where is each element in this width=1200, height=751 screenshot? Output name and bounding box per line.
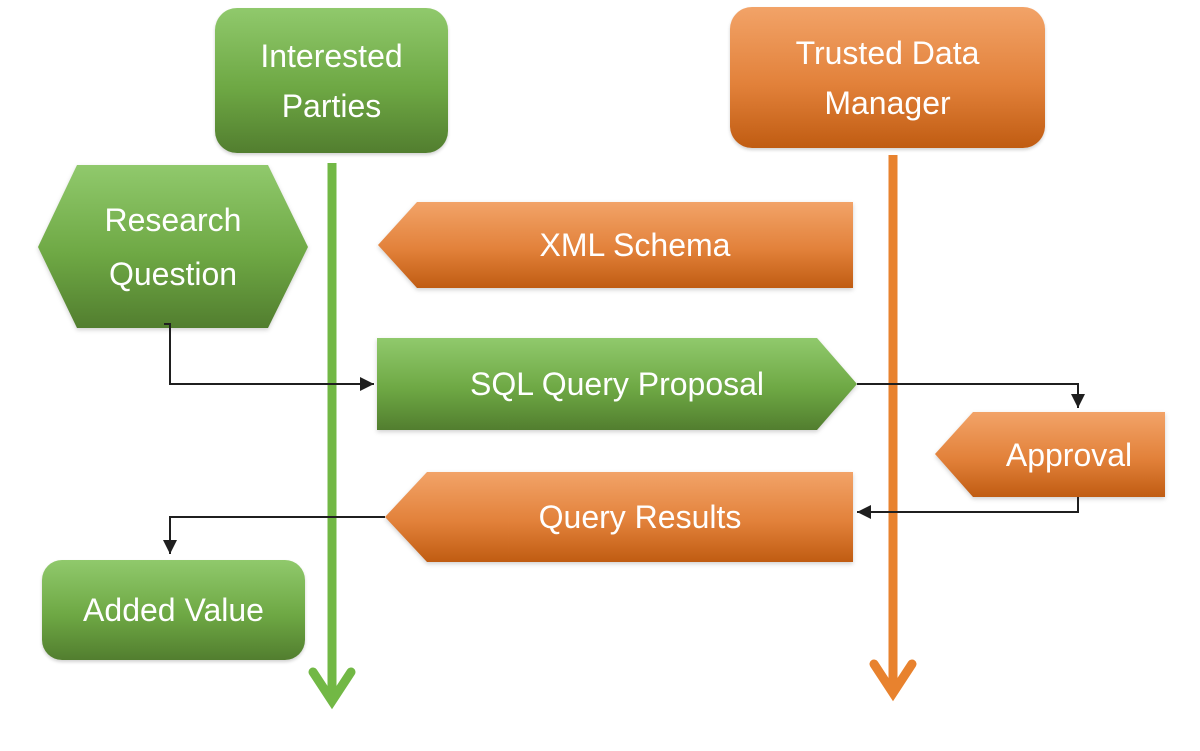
lifeline-trusted-data-manager: [869, 155, 917, 702]
node-trusted-data-manager: [730, 7, 1045, 148]
lifeline-arrow-down-icon: [308, 667, 356, 710]
approval-arrow-shape: [935, 412, 1165, 497]
connector-research-to-sql: [164, 323, 374, 391]
connector-approval-to-query-results: [857, 497, 1079, 519]
lifeline-arrow-down-icon: [869, 659, 917, 702]
connector-sql-to-approval: [857, 383, 1085, 408]
connector-query-results-to-added-value: [163, 516, 385, 554]
node-added-value: [42, 560, 305, 660]
lifeline-interested-parties: [308, 163, 356, 710]
xml-schema-arrow-shape: [378, 202, 853, 288]
research-question-hexagon: [38, 165, 308, 328]
node-interested-parties: [215, 8, 448, 153]
query-results-arrow-shape: [385, 472, 853, 562]
sql-query-proposal-arrow-shape: [377, 338, 857, 430]
